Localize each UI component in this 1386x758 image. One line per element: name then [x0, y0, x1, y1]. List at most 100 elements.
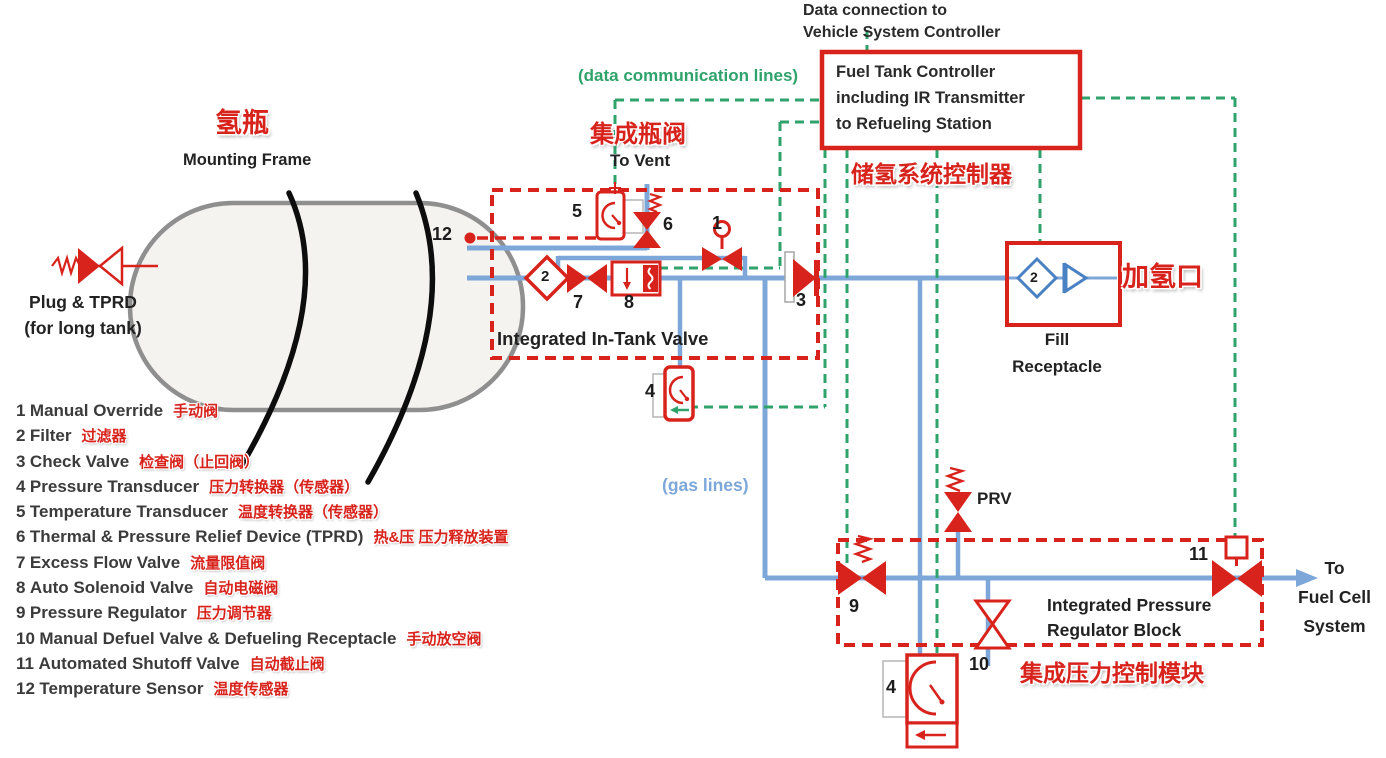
regulator-line2: Regulator Block	[1047, 620, 1182, 640]
legend-cn: 过滤器	[81, 428, 127, 446]
legend-num: 6	[16, 527, 26, 547]
mounting-frame-arc	[239, 190, 309, 468]
data-connection-line1: Data connection to	[803, 2, 948, 19]
data-connection-label: Data connection to Vehicle System Contro…	[803, 0, 1000, 44]
marker-11: 11	[1189, 544, 1209, 564]
marker-2: 2	[541, 268, 550, 285]
legend-en: Manual Override	[29, 401, 164, 420]
legend-cn: 温度转换器（传感器）	[238, 504, 389, 522]
in-tank-valve-label: Integrated In-Tank Valve	[497, 328, 709, 349]
automated-shutoff-valve-11-icon	[1212, 535, 1262, 597]
fuel-cell-line2: Fuel Cell	[1298, 587, 1371, 607]
legend-num: 8	[16, 578, 26, 598]
legend-cn: 检查阀（止回阀）	[139, 453, 260, 471]
controller-line1: Fuel Tank Controller	[836, 63, 996, 81]
legend-item-11: 11 Automated Shutoff Valve 自动截止阀	[16, 651, 508, 676]
legend-num: 4	[16, 476, 26, 496]
legend-item-10: 10 Manual Defuel Valve & Defueling Recep…	[16, 626, 508, 651]
marker-2-receptacle: 2	[1030, 269, 1038, 285]
legend-item-12: 12 Temperature Sensor 温度传感器	[16, 676, 508, 701]
plug-tprd-label: Plug & TPRD (for long tank)	[8, 289, 158, 341]
manual-override-1-icon	[702, 220, 742, 271]
pressure-transducer-4-lower-icon	[882, 653, 959, 749]
filter-2-icon	[523, 254, 571, 302]
legend-en: Manual Defuel Valve & Defueling Receptac…	[39, 628, 397, 648]
auto-solenoid-valve-8-icon	[610, 260, 662, 297]
legend-en: Pressure Transducer	[29, 476, 200, 496]
legend-num: 1	[16, 401, 26, 420]
mounting-frame-arc	[365, 190, 436, 485]
legend-cn: 手动放空阀	[406, 630, 482, 648]
marker-6: 6	[663, 214, 674, 234]
legend-num: 12	[16, 679, 35, 699]
legend-cn: 温度传感器	[213, 681, 289, 699]
marker-4-upper: 4	[645, 381, 656, 401]
legend-item-4: 4 Pressure Transducer 压力转换器（传感器）	[16, 474, 508, 499]
legend-num: 3	[16, 451, 26, 471]
legend-item-6: 6 Thermal & Pressure Relief Device (TPRD…	[16, 524, 508, 549]
marker-8: 8	[624, 292, 635, 312]
legend-en: Check Valve	[29, 451, 130, 471]
legend-en: Automated Shutoff Valve	[38, 653, 240, 673]
marker-3: 3	[796, 290, 807, 310]
regulator-block-label: Integrated Pressure Regulator Block	[1047, 593, 1211, 643]
marker-4-lower: 4	[886, 677, 897, 697]
bottle-valve-label-cn: 集成瓶阀	[590, 121, 686, 148]
data-comm-lines-label: (data communication lines)	[578, 66, 799, 85]
gas-lines-label: (gas lines)	[662, 475, 749, 495]
mounting-frame-label: Mounting Frame	[183, 151, 312, 169]
legend-cn: 热&压 压力释放装置	[373, 529, 509, 547]
to-fuel-cell-label: To Fuel Cell System	[1283, 554, 1386, 641]
controller-label-cn: 储氢系统控制器	[851, 161, 1012, 187]
controller-line2: including IR Transmitter	[836, 89, 1025, 107]
legend-cn: 压力转换器（传感器）	[209, 478, 360, 496]
legend-en: Excess Flow Valve	[29, 552, 181, 572]
marker-1: 1	[712, 213, 723, 233]
legend-en: Temperature Transducer	[29, 502, 229, 522]
legend-en: Auto Solenoid Valve	[29, 578, 194, 598]
marker-7: 7	[573, 292, 584, 312]
marker-10: 10	[969, 654, 990, 674]
legend-num: 11	[16, 653, 34, 673]
legend-item-5: 5 Temperature Transducer 温度转换器（传感器）	[16, 499, 508, 524]
legend-cn: 压力调节器	[196, 605, 272, 623]
marker-9: 9	[849, 596, 860, 616]
data-connection-line2: Vehicle System Controller	[803, 24, 1001, 41]
data-communication-lines	[613, 30, 1237, 659]
legend-item-3: 3 Check Valve 检查阀（止回阀）	[16, 449, 508, 474]
integrated-in-tank-valve-box	[490, 188, 820, 360]
legend-num: 5	[16, 502, 26, 522]
fill-receptacle-box	[1005, 241, 1122, 327]
temp-sensor-12-lead	[464, 232, 597, 244]
fuel-tank-controller-box	[819, 49, 1083, 151]
fill-line1: Fill	[1044, 330, 1070, 349]
plug-tprd-line1: Plug & TPRD	[29, 292, 137, 312]
legend-en: Temperature Sensor	[39, 679, 204, 699]
regulator-label-cn: 集成压力控制模块	[1020, 660, 1204, 686]
pressure-regulator-9-icon	[838, 534, 886, 595]
legend-cn: 自动截止阀	[249, 655, 325, 673]
controller-line3: to Refueling Station	[836, 115, 992, 133]
pressure-transducer-4-icon	[652, 365, 695, 422]
plug-tprd-line2: (for long tank)	[24, 318, 142, 338]
legend-num: 10	[16, 628, 35, 648]
legend-cn: 流量限值阀	[190, 554, 266, 572]
marker-12: 12	[432, 224, 453, 244]
marker-5: 5	[572, 201, 583, 221]
prv-icon	[944, 466, 972, 532]
legend-en: Thermal & Pressure Relief Device (TPRD)	[29, 527, 364, 547]
temperature-transducer-5-icon	[595, 182, 644, 241]
check-valve-3-icon	[784, 251, 819, 303]
legend-num: 7	[16, 552, 26, 572]
regulator-line1: Integrated Pressure	[1047, 595, 1212, 615]
filter-2-receptacle-icon	[1015, 256, 1059, 300]
legend-num: 2	[16, 426, 26, 446]
fill-label-cn: 加氢口	[1122, 262, 1203, 292]
prv-label: PRV	[977, 489, 1012, 508]
